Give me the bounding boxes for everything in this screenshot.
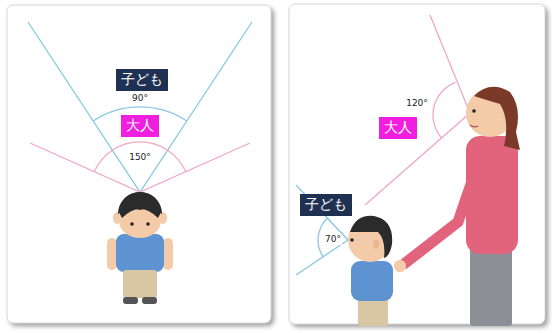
adult-view-line [365, 15, 470, 205]
shirt [116, 234, 164, 272]
angle-value: 70° [324, 235, 342, 245]
hair [474, 87, 520, 150]
adult-view-arc [433, 82, 456, 138]
arm [107, 238, 117, 270]
label-box: 子ども [300, 194, 352, 216]
angle-value: 120° [405, 99, 429, 109]
shirt [351, 261, 393, 301]
eye [130, 222, 134, 226]
box-label: 大人 [126, 117, 154, 133]
shoe [123, 297, 138, 304]
shoe [142, 297, 157, 304]
eye [350, 238, 354, 242]
ear [373, 240, 379, 249]
pants [470, 246, 512, 326]
adult-view-arc [94, 142, 185, 172]
pants [123, 270, 157, 298]
box-label: 大人 [384, 119, 412, 135]
adult-view-line [30, 143, 250, 192]
hair [350, 216, 392, 258]
box-label: 子ども [305, 196, 347, 212]
label-box: 子ども [116, 69, 168, 91]
label-box: 大人 [379, 117, 417, 139]
arm [163, 238, 173, 270]
pants [358, 298, 388, 326]
child-top-view [107, 192, 173, 304]
panel-frame [7, 5, 271, 323]
hair [119, 192, 161, 218]
angle-value: 90° [131, 94, 149, 104]
arm [404, 152, 482, 264]
box-label: 子ども [121, 71, 163, 87]
hand [394, 260, 406, 272]
child-view-line [28, 22, 252, 192]
angle-value: 150° [128, 153, 152, 163]
adult-hand [394, 260, 406, 272]
view-lines [28, 22, 252, 192]
eye [146, 222, 150, 226]
eye [472, 109, 476, 113]
child-figure [348, 216, 406, 326]
mouth [470, 125, 478, 127]
label-box: 大人 [121, 115, 159, 137]
shirt [466, 136, 518, 254]
